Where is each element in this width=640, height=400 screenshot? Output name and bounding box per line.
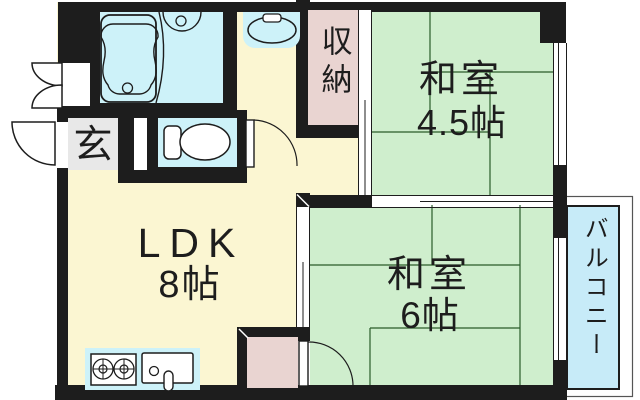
- entrance-door-gap: [56, 122, 68, 168]
- wall-partition-mid: [310, 195, 372, 208]
- toilet-door-icon: [245, 119, 298, 168]
- wall-storage-bottom: [296, 125, 362, 138]
- meter-box-doors-icon: [31, 62, 63, 109]
- laundry-niche: [134, 118, 147, 170]
- washitsu-4-5-size-label: 4.5帖: [416, 102, 508, 143]
- bathtub-icon: [100, 14, 159, 103]
- balcony-floor: [566, 205, 620, 390]
- washbasin-icon: [247, 13, 297, 44]
- storage-floor: [308, 10, 359, 125]
- kitchen-sink-icon: [141, 352, 194, 392]
- closet-floor: [247, 337, 298, 388]
- washitsu-6-size-label: 6帖: [400, 295, 460, 336]
- window-washitsu45: [553, 43, 567, 165]
- wall-top: [58, 2, 566, 12]
- tatami-lines-6: [310, 205, 521, 385]
- sliding-door-lines: [296, 10, 553, 327]
- window-lines: [553, 43, 567, 360]
- wall-left-lower: [57, 108, 68, 400]
- tatami-lines-4-5: [372, 12, 553, 195]
- wall-right-mid: [553, 165, 567, 238]
- window-balcony: [553, 238, 567, 360]
- room-washitsu-4-5-floor: [372, 12, 553, 195]
- wall-corner-top-right: [540, 2, 566, 43]
- ldk-name-label: LDK: [137, 220, 245, 266]
- washitsu-6-name-label: 和室: [386, 254, 472, 296]
- wall-right-bottom: [553, 360, 567, 392]
- wall-bath-right: [223, 2, 237, 115]
- toilet-icon: [163, 123, 231, 161]
- gas-stove-icon: [90, 353, 137, 386]
- entrance-door-icon: [11, 121, 56, 166]
- ldk-size-label: 8帖: [158, 264, 222, 306]
- closet-door-icon: [298, 340, 354, 387]
- meter-box-niche: [62, 63, 90, 106]
- balcony-label: バルコニー: [580, 216, 608, 361]
- bath-divider-line: [155, 11, 165, 104]
- storage-label: 収納: [316, 25, 352, 101]
- washitsu-4-5-name-label: 和室: [418, 59, 504, 101]
- entrance-floor: [68, 118, 118, 170]
- wall-corner-marks: [238, 193, 310, 339]
- entrance-label: 玄: [73, 124, 113, 167]
- bathroom-sink-icon: [162, 11, 202, 32]
